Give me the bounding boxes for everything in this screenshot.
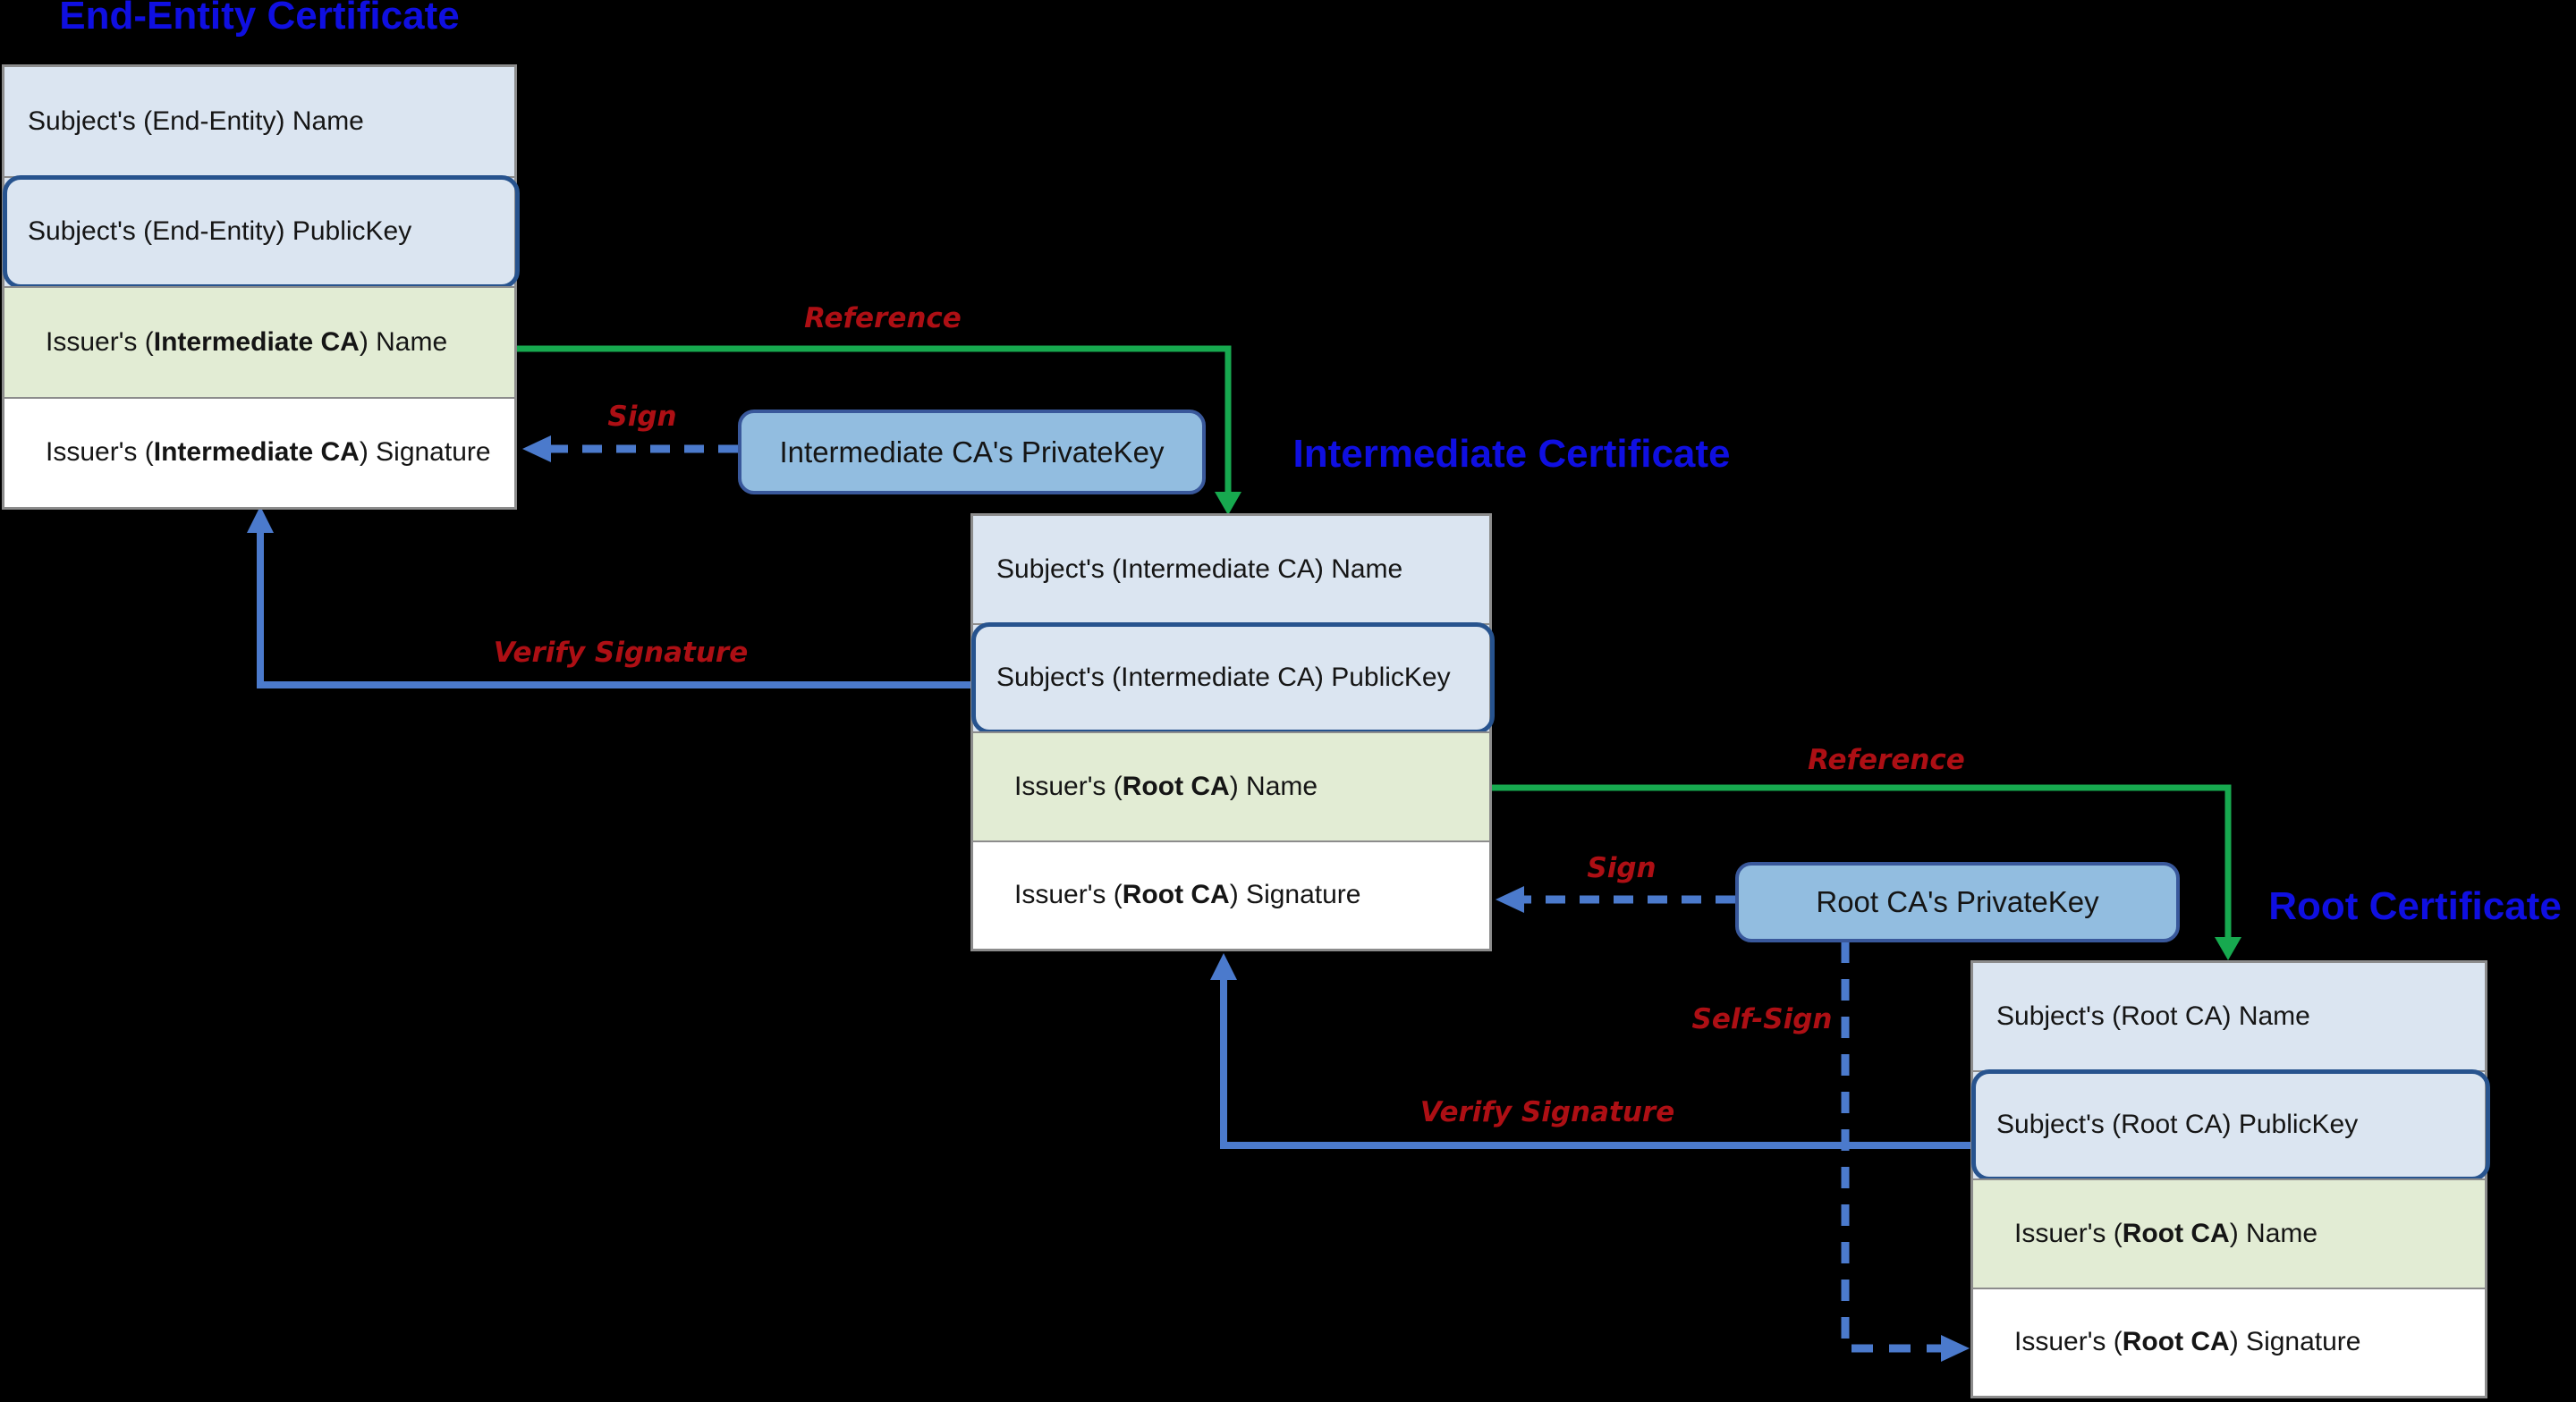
row-text: Issuer's (Intermediate CA) Name — [46, 326, 448, 357]
verify-signature-arrow-2 — [1220, 978, 1970, 1149]
verify-signature-label-1: Verify Signature — [493, 637, 749, 669]
row-text: Issuer's (Root CA) Name — [1014, 771, 1318, 801]
root-ca-private-key-box: Root CA's PrivateKey — [1735, 862, 2180, 942]
end-entity-certificate-title: End-Entity Certificate — [59, 0, 460, 38]
sign-label-1: Sign — [607, 401, 677, 433]
row-text: Issuer's (Intermediate CA) Signature — [46, 437, 491, 468]
reference-arrow-1 — [517, 345, 1232, 492]
reference-arrowhead-2 — [2215, 937, 2241, 960]
row-text: Issuer's (Root CA) Signature — [2014, 1327, 2361, 1357]
sign-arrowhead-2 — [1496, 886, 1524, 913]
verify-signature-arrowhead-1 — [247, 506, 274, 533]
row-text: Subject's (Root CA) Name — [1996, 1001, 2310, 1031]
self-sign-arrowhead — [1941, 1335, 1970, 1362]
root-publickey-row: Subject's (Root CA) PublicKey — [1971, 1068, 2490, 1181]
self-sign-label: Self-Sign — [1691, 1003, 1833, 1035]
row-text: Subject's (End-Entity) Name — [28, 106, 364, 136]
root-issuer-signature-row: Issuer's (Root CA) Signature — [1973, 1287, 2485, 1396]
intermediate-certificate-title: Intermediate Certificate — [1292, 432, 1731, 476]
end-entity-issuer-signature-row: Issuer's (Intermediate CA) Signature — [4, 396, 514, 507]
intermediate-certificate-table: Subject's (Intermediate CA) Name Subject… — [970, 513, 1495, 951]
sign-arrowhead-1 — [522, 435, 551, 462]
verify-signature-label-2: Verify Signature — [1419, 1096, 1675, 1128]
reference-arrow-2 — [1492, 784, 2232, 937]
verify-signature-arrow-1 — [257, 531, 970, 688]
root-certificate-table: Subject's (Root CA) Name Subject's (Root… — [1970, 960, 2490, 1398]
row-text: Issuer's (Root CA) Name — [2014, 1218, 2318, 1248]
self-sign-arrow — [1841, 942, 1941, 1353]
row-text: Subject's (Intermediate CA) PublicKey — [996, 663, 1451, 693]
row-text: Subject's (Intermediate CA) Name — [996, 553, 1403, 584]
end-entity-issuer-name-row: Issuer's (Intermediate CA) Name — [4, 286, 514, 397]
end-entity-certificate-table: Subject's (End-Entity) Name Subject's (E… — [2, 64, 520, 510]
end-entity-subject-name-row: Subject's (End-Entity) Name — [4, 67, 514, 176]
intermediate-issuer-name-row: Issuer's (Root CA) Name — [973, 731, 1489, 840]
end-entity-publickey-row: Subject's (End-Entity) PublicKey — [3, 174, 520, 289]
intermediate-ca-private-key-box: Intermediate CA's PrivateKey — [738, 410, 1206, 494]
reference-arrowhead-1 — [1215, 492, 1241, 515]
root-subject-name-row: Subject's (Root CA) Name — [1973, 963, 2485, 1070]
row-text: Subject's (Root CA) PublicKey — [1996, 1110, 2359, 1140]
root-issuer-name-row: Issuer's (Root CA) Name — [1973, 1178, 2485, 1288]
verify-signature-arrowhead-2 — [1210, 953, 1237, 980]
sign-label-2: Sign — [1587, 852, 1657, 884]
reference-label-1: Reference — [804, 302, 962, 334]
root-certificate-title: Root Certificate — [2268, 884, 2562, 928]
row-text: Subject's (End-Entity) PublicKey — [28, 216, 412, 247]
intermediate-subject-name-row: Subject's (Intermediate CA) Name — [973, 516, 1489, 623]
reference-label-2: Reference — [1808, 744, 1965, 776]
row-text: Issuer's (Root CA) Signature — [1014, 880, 1361, 910]
intermediate-publickey-row: Subject's (Intermediate CA) PublicKey — [971, 621, 1495, 734]
intermediate-issuer-signature-row: Issuer's (Root CA) Signature — [973, 840, 1489, 949]
